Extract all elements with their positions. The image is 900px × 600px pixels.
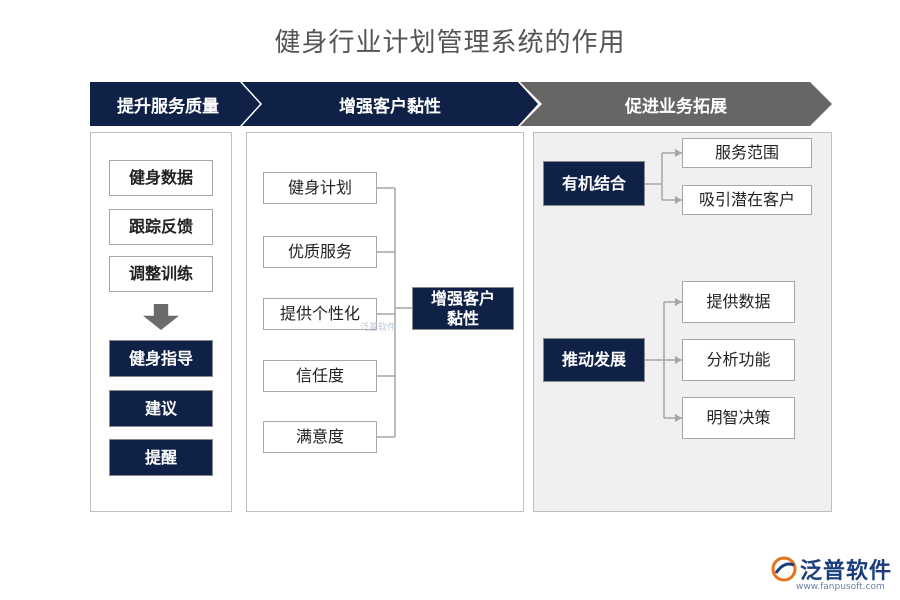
enhance-stickiness-line2: 黏性 bbox=[446, 308, 479, 328]
box-fitness-plan: 健身计划 bbox=[263, 172, 377, 204]
box-reminder: 提醒 bbox=[109, 439, 213, 476]
box-provide-data: 提供数据 bbox=[682, 281, 795, 323]
box-enhance-stickiness: 增强客户 黏性 bbox=[412, 287, 514, 330]
box-wise-decision: 明智决策 bbox=[682, 397, 795, 439]
box-organic-combination: 有机结合 bbox=[543, 161, 645, 206]
header-customer-stickiness: 增强客户黏性 bbox=[242, 82, 538, 126]
box-attract-customers: 吸引潜在客户 bbox=[682, 185, 812, 215]
box-advice: 建议 bbox=[109, 390, 213, 427]
box-quality-service: 优质服务 bbox=[263, 236, 377, 268]
header-improve-service: 提升服务质量 bbox=[90, 82, 260, 126]
fanpu-logo-icon bbox=[771, 556, 797, 582]
header-business-expansion: 促进业务拓展 bbox=[520, 82, 832, 126]
box-tracking-feedback: 跟踪反馈 bbox=[109, 209, 213, 245]
logo-name: 泛普软件 bbox=[800, 559, 893, 584]
box-fitness-data: 健身数据 bbox=[109, 160, 213, 196]
box-personalization: 提供个性化 bbox=[263, 298, 377, 330]
box-analysis-function: 分析功能 bbox=[682, 339, 795, 381]
logo-url: www.fanpusoft.com bbox=[796, 582, 885, 592]
enhance-stickiness-line1: 增强客户 bbox=[430, 289, 495, 309]
box-trust: 信任度 bbox=[263, 360, 377, 392]
box-adjust-training: 调整训练 bbox=[109, 256, 213, 292]
page-title: 健身行业计划管理系统的作用 bbox=[274, 28, 626, 58]
box-service-scope: 服务范围 bbox=[682, 138, 812, 168]
box-satisfaction: 满意度 bbox=[263, 421, 377, 453]
watermark: 泛普软件 bbox=[360, 323, 397, 333]
box-fitness-guidance: 健身指导 bbox=[109, 340, 213, 377]
box-drive-development: 推动发展 bbox=[543, 338, 645, 382]
